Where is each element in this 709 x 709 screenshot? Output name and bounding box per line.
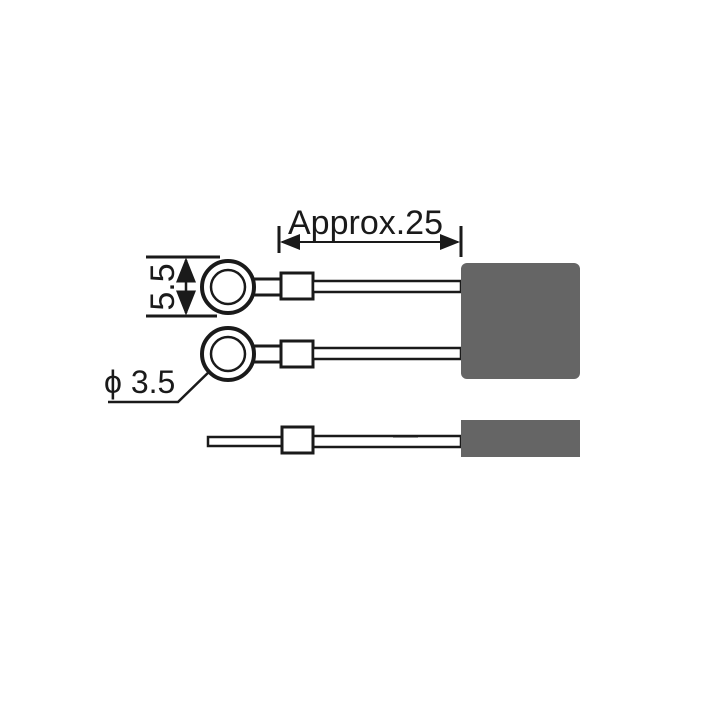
length-dimension: Approx.25: [277, 204, 463, 257]
ring-hole-dimension: ϕ 3.5: [104, 364, 215, 404]
component-body-side: [461, 420, 580, 457]
length-label: Approx.25: [288, 204, 443, 242]
ring-hole-label: ϕ 3.5: [104, 364, 175, 400]
ring-outer-label: 5.5: [144, 263, 182, 310]
ring-outer-dimension: 5.5: [144, 255, 220, 318]
side-view: [206, 420, 580, 457]
ring-terminal-lead-top: [200, 259, 463, 315]
component-body-front: [461, 263, 580, 379]
ring-terminal-lead-bottom: [200, 326, 463, 382]
